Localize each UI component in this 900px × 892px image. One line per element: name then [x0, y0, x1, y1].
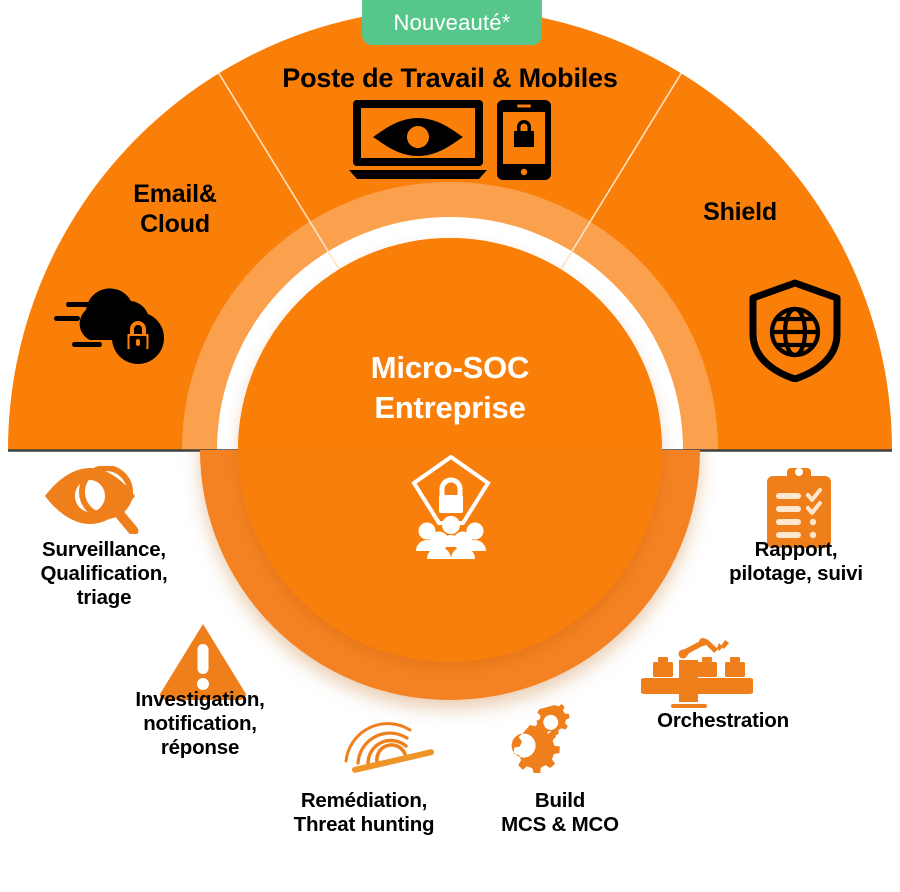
- gears-icon: [502, 703, 574, 773]
- robot-arm-conveyor-icon: [641, 636, 753, 708]
- radar-signal-icon: [337, 718, 441, 776]
- nouveaute-badge[interactable]: Nouveauté*: [362, 0, 542, 45]
- center-title: Micro-SOC Entreprise: [370, 350, 530, 425]
- service-label-remediation: Remédiation, Threat hunting: [293, 789, 435, 837]
- clipboard-checklist-icon: [765, 468, 833, 548]
- people-shield-lock-icon: [408, 455, 494, 559]
- warning-triangle-icon: [158, 622, 248, 700]
- eye-magnifier-icon: [44, 466, 164, 534]
- cloud-lock-icon: [52, 272, 170, 368]
- service-label-build: Build MCS & MCO: [501, 789, 619, 837]
- segment-label-shield: Shield: [703, 198, 777, 226]
- service-label-surveillance: Surveillance, Qualification, triage: [40, 538, 168, 610]
- laptop-eye-and-phone-lock-icon: [349, 100, 551, 180]
- service-label-orchestration: Orchestration: [657, 709, 789, 732]
- service-label-rapport: Rapport, pilotage, suivi: [729, 538, 863, 586]
- segment-label-email-cloud: Email& Cloud: [133, 180, 217, 238]
- shield-globe-icon: [747, 278, 843, 382]
- badge-label: Nouveauté*: [393, 9, 511, 35]
- service-label-investigation: Investigation, notification, réponse: [135, 688, 265, 760]
- segment-label-poste-travail-mobiles: Poste de Travail & Mobiles: [282, 63, 618, 93]
